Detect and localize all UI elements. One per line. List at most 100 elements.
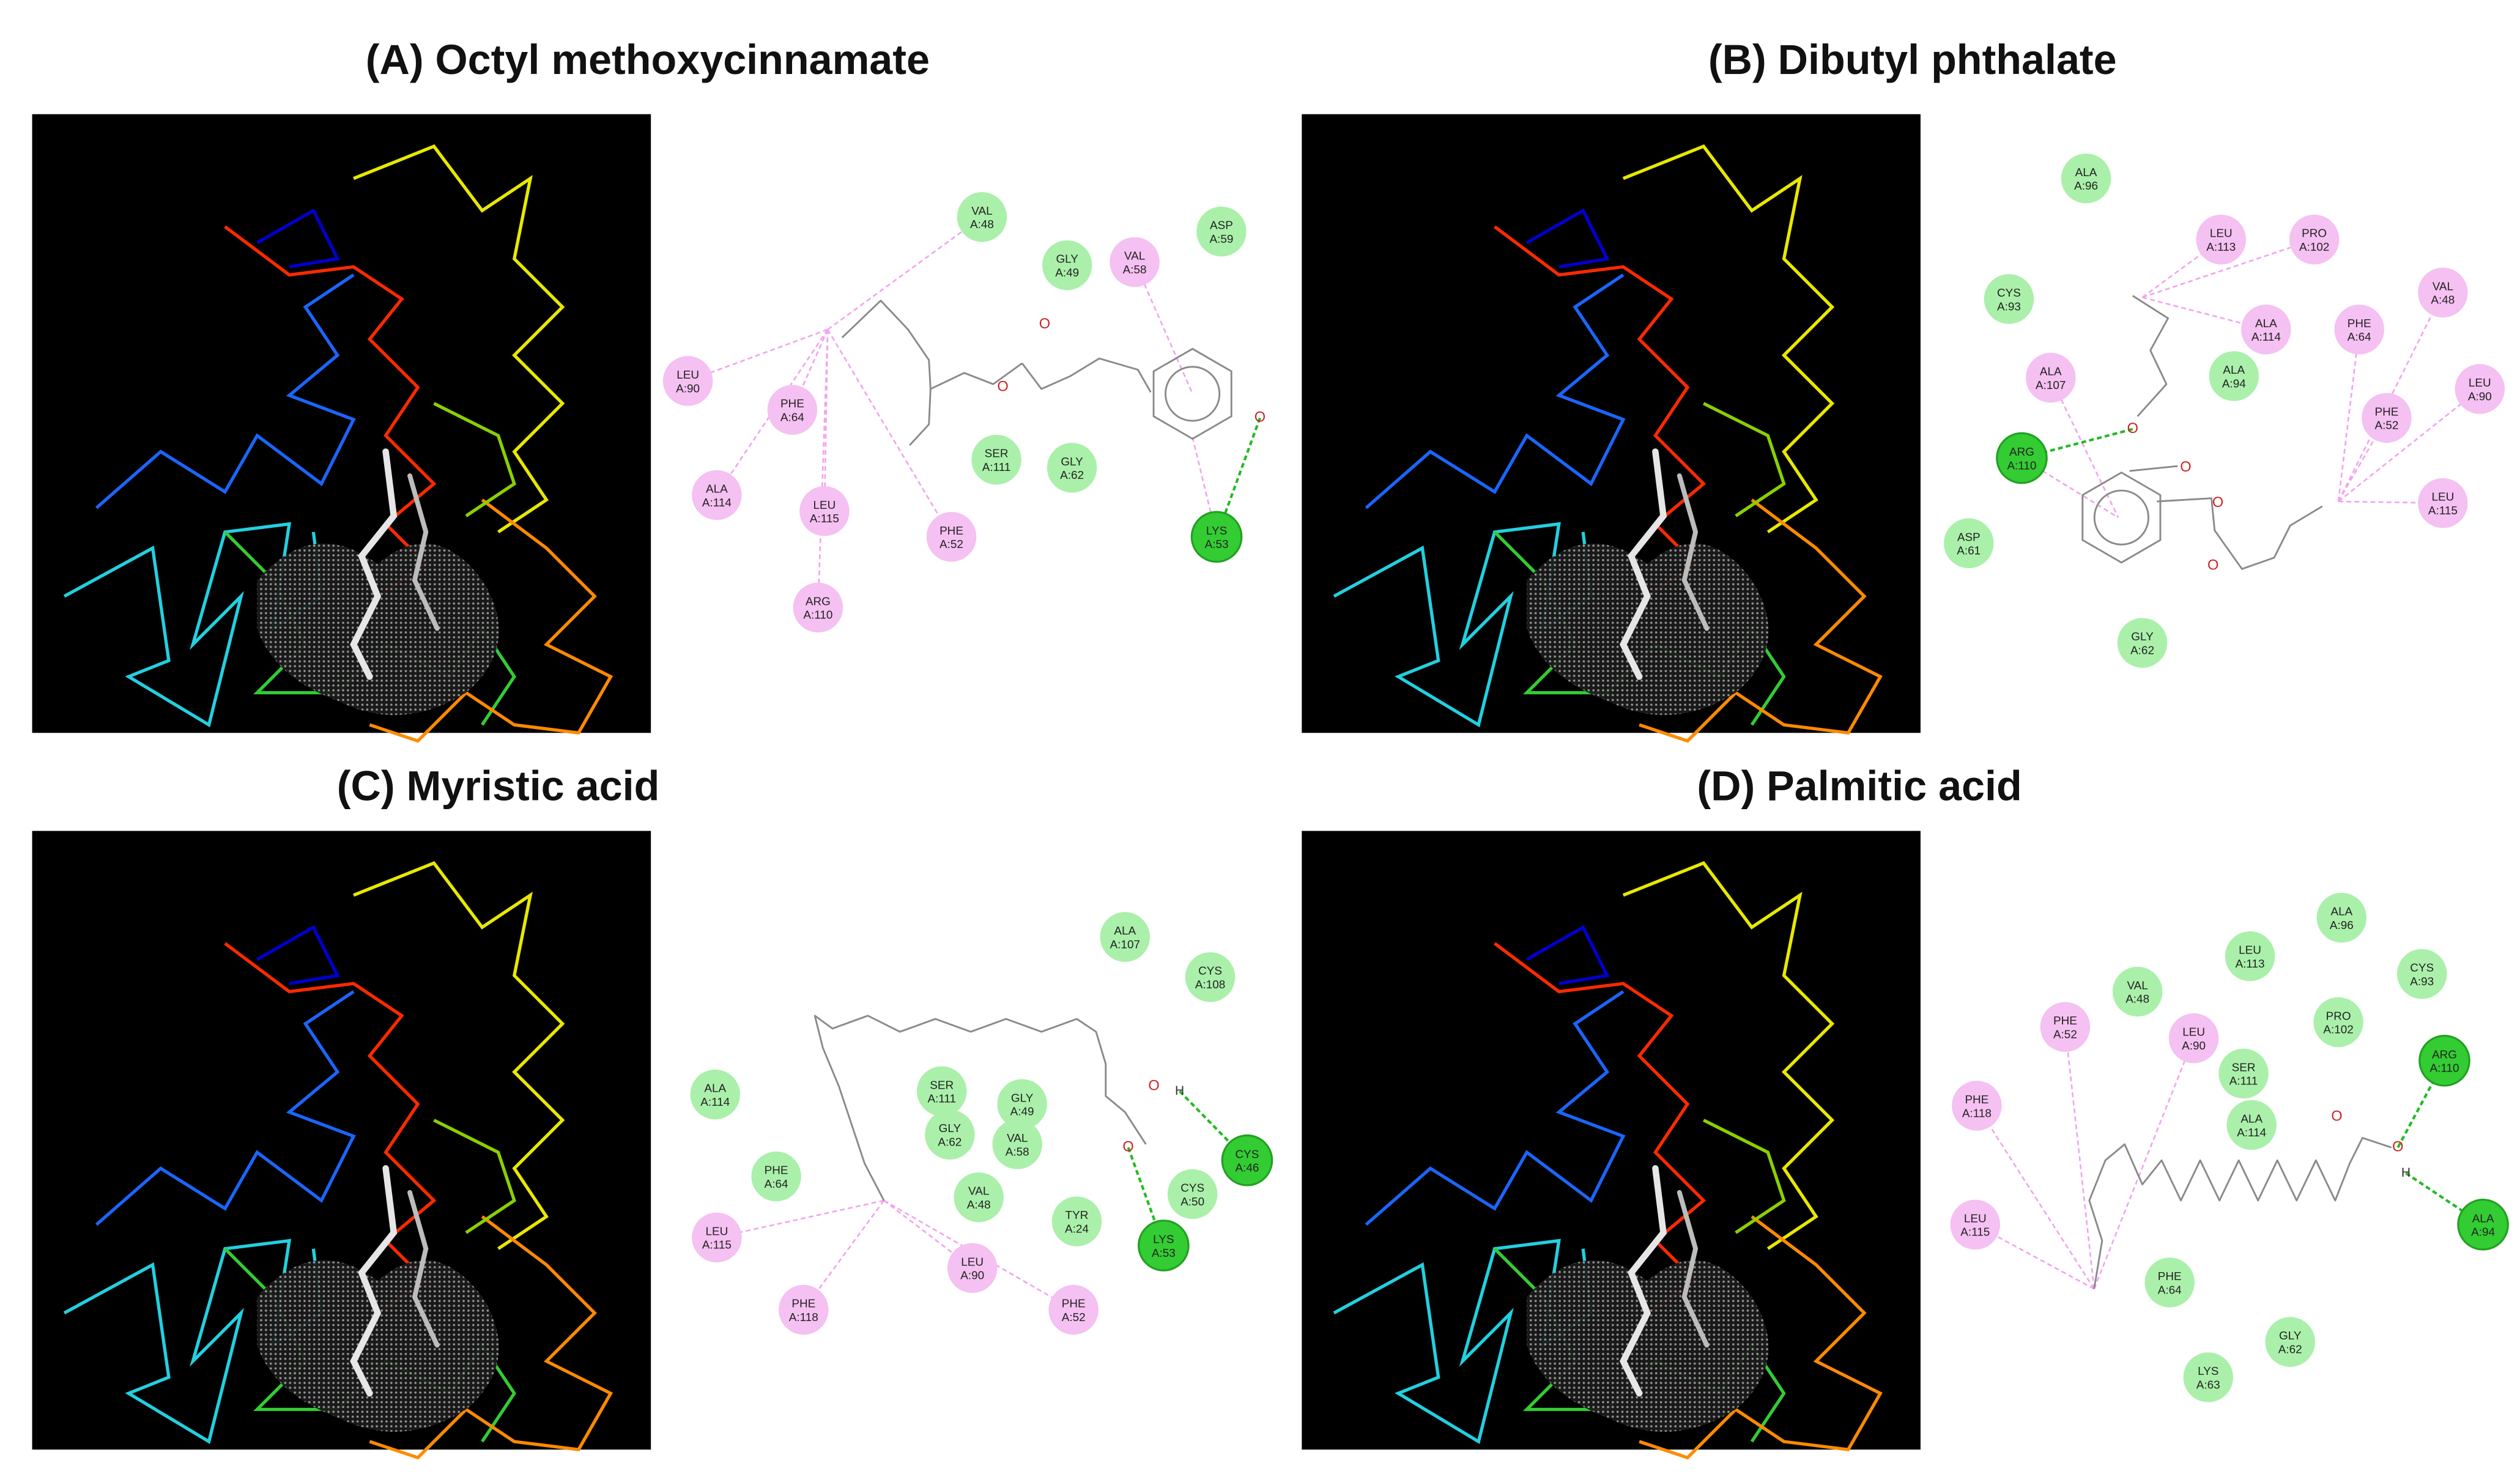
ligand-aromatic-ring — [1152, 347, 1232, 440]
hydrogen-bond-line — [2021, 428, 2133, 460]
residue-name: PHE — [2374, 405, 2398, 418]
residue-number: A:63 — [2196, 1379, 2220, 1391]
residue-bubble — [2362, 393, 2412, 443]
residue-bubble — [2117, 618, 2168, 668]
residue-name: ARG — [2432, 1048, 2457, 1061]
residue-number: A:48 — [967, 1199, 991, 1212]
residue-name: LEU — [2469, 377, 2491, 390]
residue-number: A:90 — [960, 1270, 984, 1283]
residue-name: GLY — [1061, 456, 1083, 468]
residue-name: CYS — [1180, 1182, 1204, 1194]
residue-name: PHE — [1062, 1298, 1086, 1311]
residue-number: A:49 — [1055, 267, 1079, 279]
panel-c-title: (C) Myristic acid — [337, 763, 660, 810]
hydrogen-bond-line — [1127, 1147, 1165, 1246]
residue-bubble — [2144, 1257, 2195, 1308]
residue-number: A:64 — [765, 1178, 788, 1191]
alkyl-contact-line — [817, 329, 829, 608]
residue-number: A:114 — [700, 1096, 730, 1109]
residue-name: ALA — [2330, 906, 2352, 919]
residue-number: A:62 — [2278, 1344, 2302, 1357]
residue-number: A:96 — [2330, 919, 2354, 932]
residue-name: SER — [2232, 1061, 2256, 1074]
residue-bubble — [1196, 206, 1247, 257]
residue-name: LEU — [2239, 944, 2261, 957]
residue-name: ALA — [2255, 317, 2277, 330]
residue-number: A:62 — [1060, 469, 1084, 482]
residue-number: A:114 — [2237, 1127, 2266, 1139]
ligand-atom-label: H — [1175, 1084, 1184, 1098]
residue-number: A:58 — [1123, 264, 1147, 276]
residue-number: A:115 — [1960, 1226, 1990, 1239]
alkyl-contact-line — [883, 1199, 1074, 1311]
residue-bubble — [751, 1151, 801, 1202]
residue-bubble — [954, 1172, 1004, 1223]
panel-b-structure — [1302, 114, 1921, 741]
alkyl-contact-line — [2142, 239, 2315, 298]
residue-number: A:111 — [927, 1093, 956, 1106]
residue-name: LYS — [1206, 525, 1227, 538]
ligand-atom-label: O — [1254, 410, 1266, 426]
residue-number: A:94 — [2471, 1226, 2495, 1239]
panel-b-interaction-diagram: OOOOALAA:96LEUA:113PROA:102CYSA:93ALAA:1… — [1944, 154, 2505, 668]
residue-name: GLY — [1011, 1092, 1034, 1105]
residue-bubble — [692, 470, 742, 520]
ligand-aromatic-circle — [1165, 366, 1221, 422]
residue-bubble — [1950, 1199, 2000, 1250]
residue-bubble — [2265, 1317, 2315, 1367]
residue-name: VAL — [971, 205, 992, 218]
residue-number: A:94 — [2222, 377, 2246, 390]
residue-number: A:48 — [970, 218, 994, 231]
residue-bubble — [1952, 1081, 2002, 1131]
alkyl-contact-line — [827, 216, 983, 330]
residue-name: ALA — [2040, 366, 2062, 379]
panel-a-title: (A) Octyl methoxycinnamate — [366, 37, 930, 83]
residue-bubble — [799, 486, 850, 536]
residue-number: A:49 — [1010, 1106, 1034, 1119]
panel-d-title: (D) Palmitic acid — [1697, 763, 2022, 810]
alkyl-contact-line — [823, 329, 829, 511]
residue-bubble — [1190, 511, 1243, 563]
residue-name: ASP — [1957, 531, 1981, 544]
residue-name: CYS — [1236, 1148, 1259, 1161]
residue-number: A:58 — [1006, 1146, 1029, 1158]
residue-bubble — [1110, 237, 1160, 287]
residue-number: A:107 — [2036, 379, 2066, 392]
panel-d-structure — [1302, 831, 1921, 1458]
residue-name: ALA — [2223, 364, 2245, 377]
residue-bubble — [2313, 997, 2363, 1047]
residue-name: LEU — [1964, 1212, 1987, 1225]
residue-number: A:64 — [2348, 331, 2371, 344]
residue-bubble — [1984, 274, 2034, 324]
residue-name: ASP — [1210, 220, 1233, 232]
residue-bubble — [2418, 267, 2468, 318]
alkyl-contact-line — [2338, 500, 2443, 504]
